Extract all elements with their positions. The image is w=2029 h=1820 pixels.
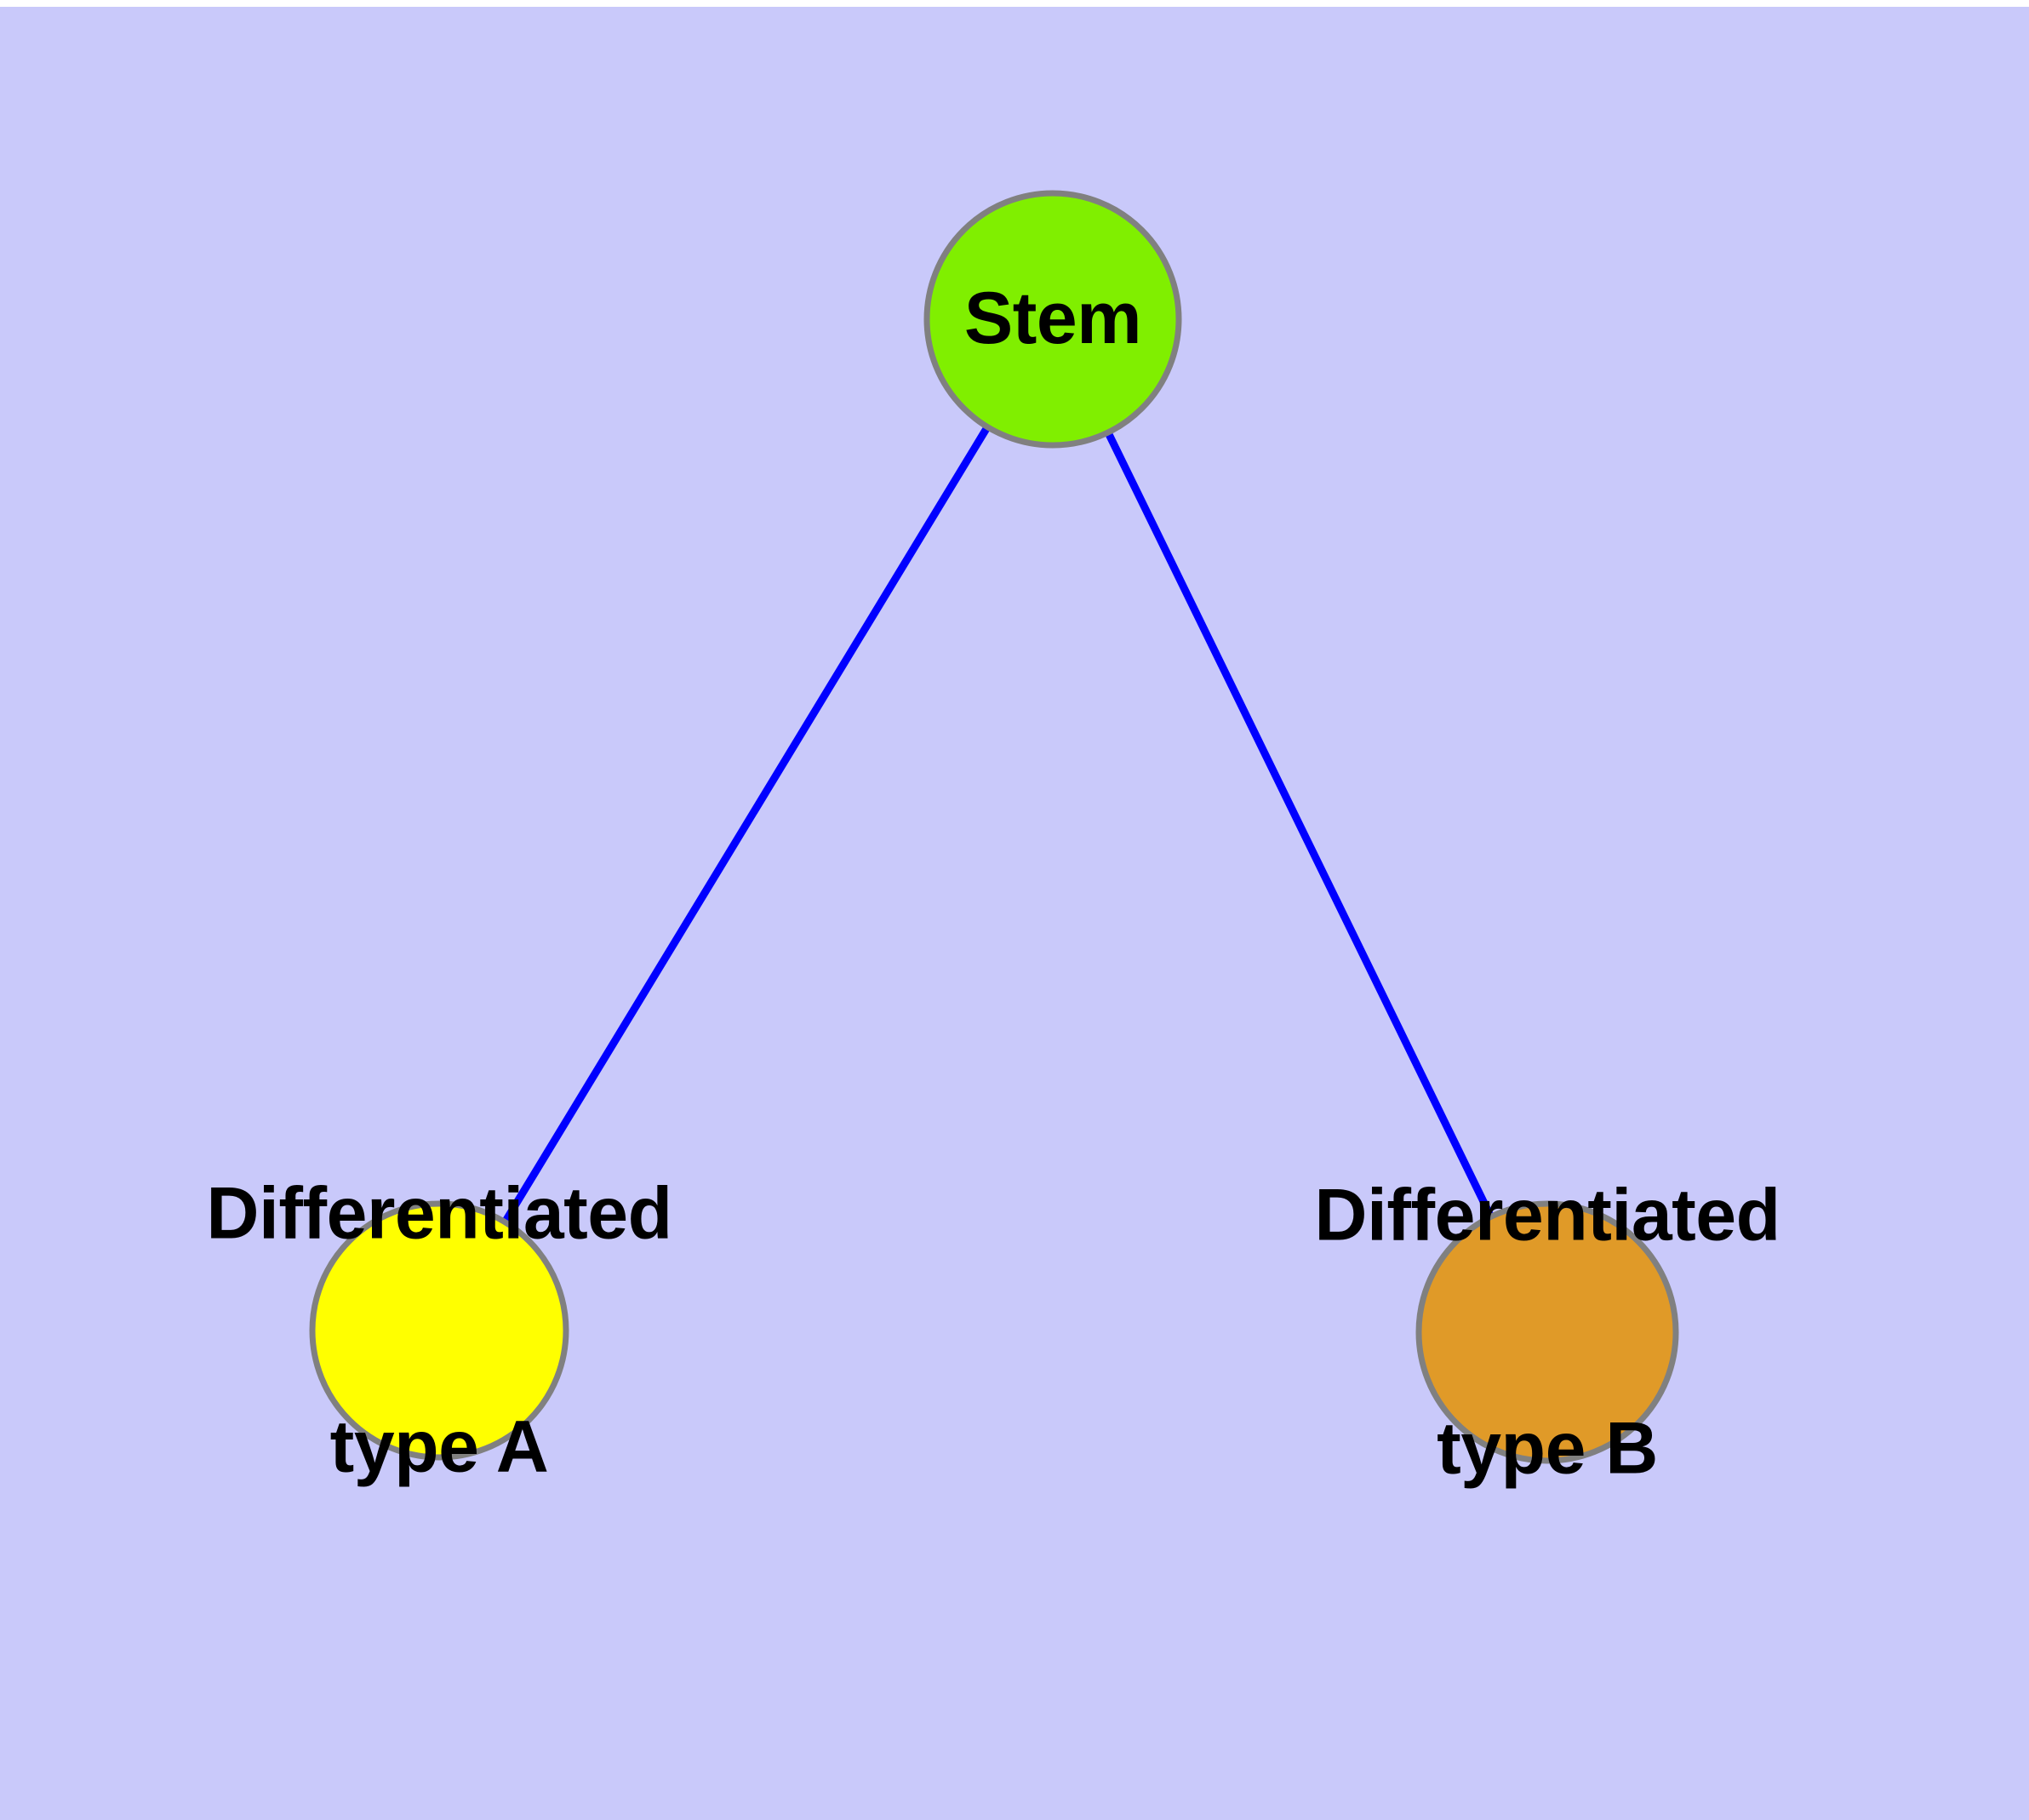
- node-layer: [309, 190, 1679, 1464]
- node-differentiated-type-b[interactable]: [1415, 1200, 1679, 1464]
- node-stem[interactable]: [923, 190, 1182, 449]
- edge-layer: [436, 317, 1552, 1334]
- node-differentiated-type-a[interactable]: [309, 1200, 569, 1461]
- edge-stem-to-type-a: [436, 317, 1056, 1333]
- edge-stem-to-type-b: [1049, 318, 1552, 1334]
